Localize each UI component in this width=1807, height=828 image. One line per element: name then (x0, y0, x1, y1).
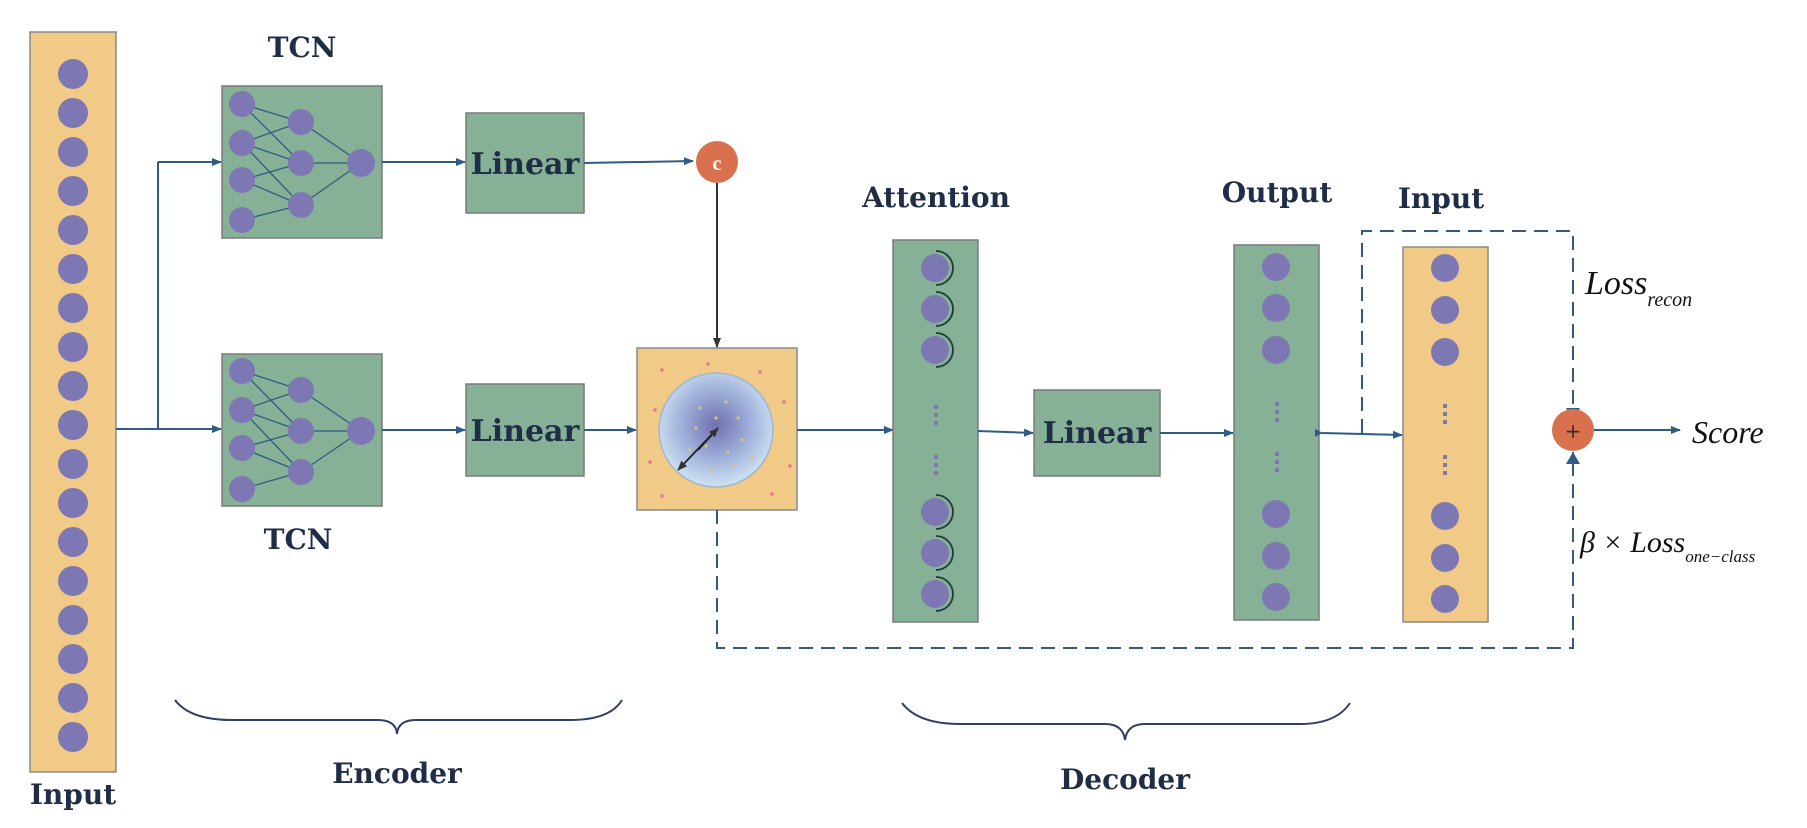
attention-arc (935, 576, 954, 612)
input-node (58, 605, 88, 635)
attention-node (921, 295, 949, 323)
input-node (58, 527, 88, 557)
attention-node (921, 336, 949, 364)
tcn-label-top: TCN (268, 31, 337, 64)
input-node-right (1431, 544, 1459, 572)
linear-block-decoder: Linear (1033, 389, 1161, 477)
input-node (58, 176, 88, 206)
linear-label-bottom: Linear (471, 414, 581, 449)
input-node-right (1431, 502, 1459, 530)
output-node (1262, 500, 1290, 528)
loss-recon-base: Loss (1584, 265, 1647, 302)
tcn-label-bottom: TCN (264, 523, 333, 556)
center-node: c (696, 141, 738, 183)
attention-arc (935, 250, 954, 286)
encoder-label: Encoder (332, 757, 463, 790)
output-node (1262, 336, 1290, 364)
center-node-label: c (713, 153, 722, 175)
linear-block-bottom: Linear (465, 383, 585, 477)
loss-one-class-prefix: β × (1579, 526, 1630, 559)
loss-one-class-base: Loss (1629, 526, 1685, 559)
input-split-connector (116, 158, 222, 433)
input-node (58, 371, 88, 401)
input-nodes (58, 59, 88, 752)
input-node (58, 644, 88, 674)
arrow-attention-to-linear (977, 428, 1034, 437)
input-node (58, 449, 88, 479)
arrow-linear-to-center (583, 157, 694, 166)
tcn-block-top (221, 85, 383, 239)
attention-arc (935, 291, 954, 327)
sum-node: + (1552, 409, 1594, 451)
input-node-right (1431, 338, 1459, 366)
sum-node-label: + (1565, 419, 1582, 443)
encoder-brace (174, 699, 623, 735)
input-node-right (1431, 254, 1459, 282)
input-block-right (1402, 246, 1489, 623)
attention-node (921, 539, 949, 567)
input-node (58, 683, 88, 713)
input-node (58, 59, 88, 89)
loss-one-class-sub: one−class (1685, 547, 1755, 566)
input-node (58, 137, 88, 167)
input-node-right (1431, 296, 1459, 324)
decoder-brace (901, 702, 1351, 741)
attention-node (921, 580, 949, 608)
linear-label-decoder: Linear (1043, 416, 1153, 451)
linear-label-top: Linear (471, 147, 581, 182)
input-node (58, 410, 88, 440)
attention-block (892, 239, 979, 623)
input-node (58, 722, 88, 752)
attention-arc (935, 332, 954, 368)
input-label-right: Input (1398, 182, 1484, 215)
output-node (1262, 542, 1290, 570)
output-node (1262, 294, 1290, 322)
tcn-block-bottom (221, 353, 383, 507)
input-node (58, 488, 88, 518)
input-column (29, 31, 117, 773)
score-label: Score (1692, 414, 1764, 450)
input-label-left: Input (30, 778, 116, 811)
output-node (1262, 253, 1290, 281)
output-node (1262, 583, 1290, 611)
attention-node (921, 254, 949, 282)
decoder-label: Decoder (1060, 763, 1191, 796)
loss-one-class-label: β × Lossone−class (1579, 526, 1756, 566)
hypersphere-block (636, 347, 798, 511)
loss-recon-label: Lossrecon (1584, 265, 1692, 311)
input-node-right (1431, 585, 1459, 613)
attention-arc (935, 494, 954, 530)
linear-block-top: Linear (465, 112, 585, 214)
attention-node (921, 498, 949, 526)
input-node (58, 215, 88, 245)
output-label: Output (1222, 176, 1333, 209)
attention-arc (935, 535, 954, 571)
input-node (58, 332, 88, 362)
input-node (58, 566, 88, 596)
input-node (58, 254, 88, 284)
input-node (58, 293, 88, 323)
output-block (1233, 244, 1320, 621)
arrow-output-input-compare (1314, 428, 1403, 439)
loss-recon-sub: recon (1647, 289, 1692, 311)
attention-label: Attention (861, 181, 1010, 214)
input-node (58, 98, 88, 128)
one-class-loss-path (716, 452, 1580, 649)
